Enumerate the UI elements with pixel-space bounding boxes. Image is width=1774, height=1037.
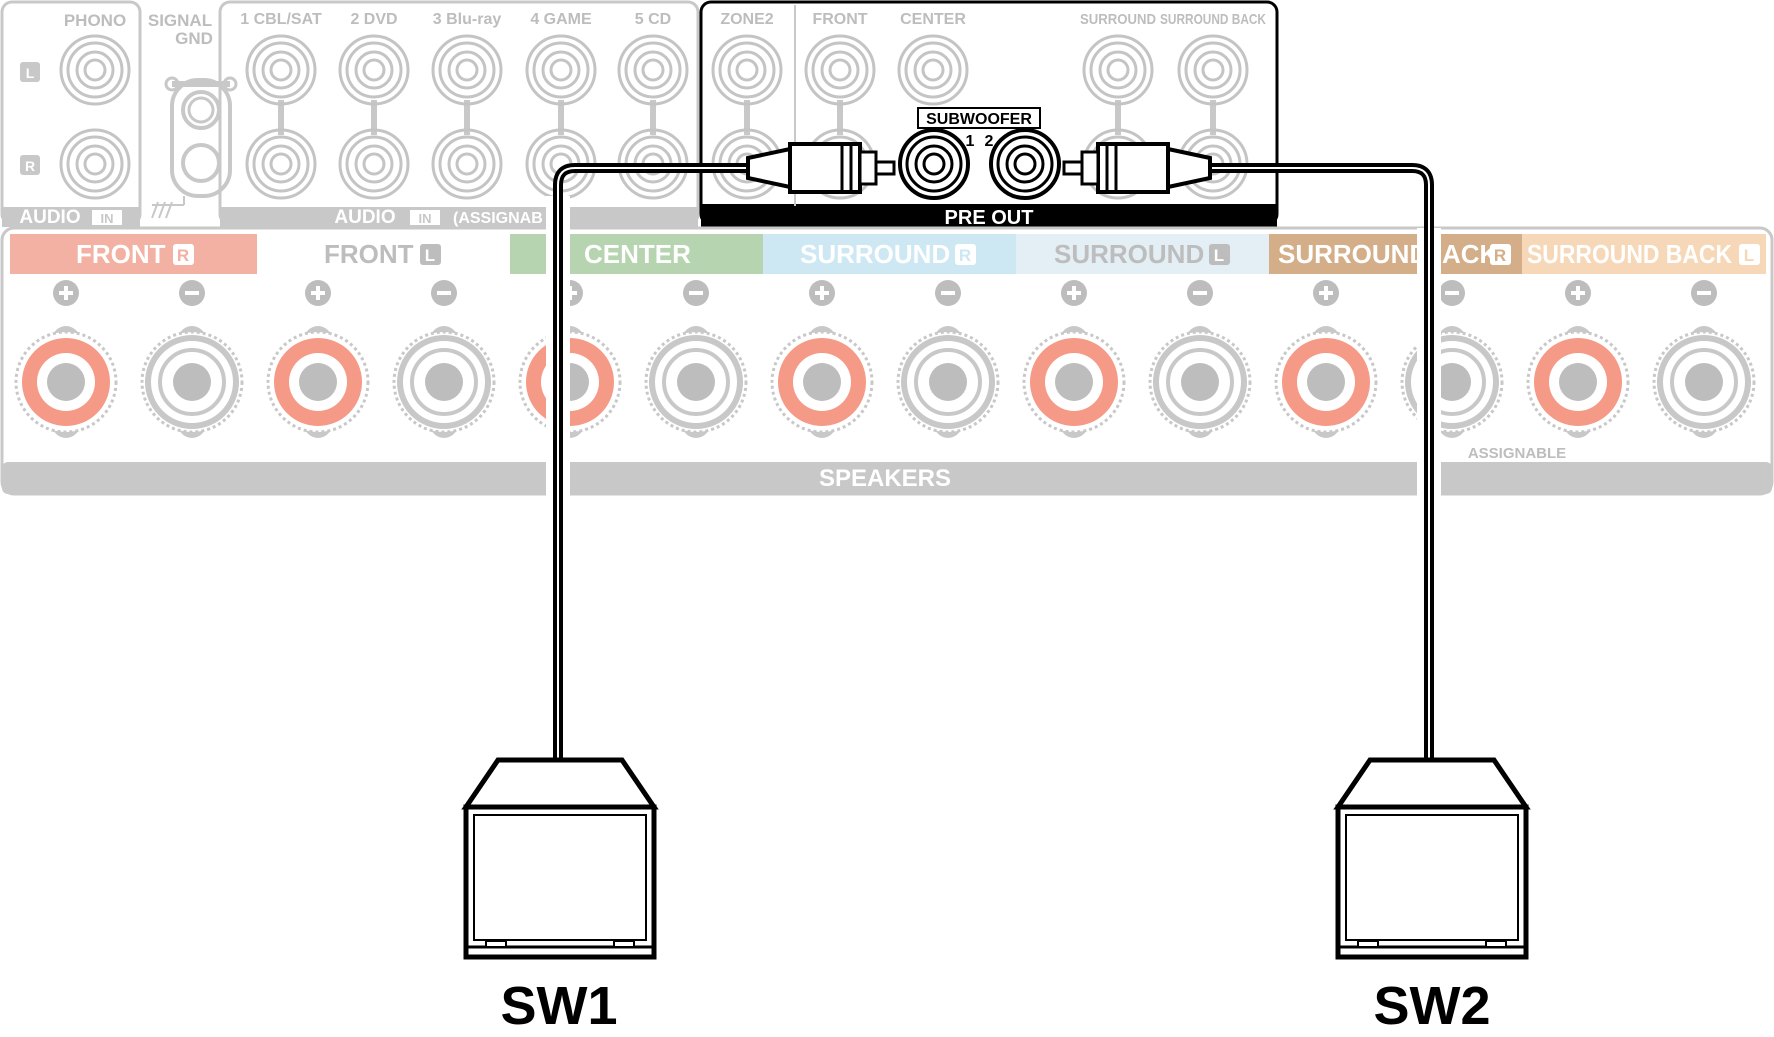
speakers-section-label: SPEAKERS [819,465,951,492]
zone2-label: ZONE2 [720,11,773,28]
surround-label: SURROUND [1080,11,1156,28]
channel-r-badge: R [25,158,35,174]
channel-l-badge: L [26,65,35,81]
surround-back-label: SURROUND BACK [1160,11,1266,28]
audio-in-label-right: AUDIO [334,207,395,228]
surround-back-l-label: SURROUND BACK [1527,239,1732,269]
subwoofer-2-jack [989,128,1061,200]
back-r-badge: R [1494,246,1506,265]
phono-r-jack [59,128,131,200]
input-4-label: 4 GAME [530,11,592,28]
subwoofer-2-number: 2 [985,133,994,150]
front-label: FRONT [812,11,867,28]
surround-r-badge: R [959,246,971,265]
phono-panel: PHONO L R AUDIO IN [0,0,142,228]
center-label: CENTER [900,11,966,28]
rca-plug-2 [1062,142,1212,194]
assignable-label: ASSIGNABLE [1468,445,1566,462]
back-r-label: ACK [1442,239,1499,269]
pre-out-label: PRE OUT [945,207,1034,229]
input-2-label: 2 DVD [350,11,397,28]
sw1-label: SW1 [500,976,617,1036]
surround-b-label: SURROUND [1278,239,1428,269]
assignable-paren-label: (ASSIGNAB [453,210,543,227]
subwoofer-label: SUBWOOFER [926,111,1032,128]
front-r-label: FRONT [76,239,166,269]
phono-label: PHONO [64,11,126,30]
rca-plug-1 [746,142,896,194]
input-jacks [245,34,689,200]
audio-inputs-panel: 1 CBL/SAT 2 DVD 3 Blu-ray 4 GAME 5 CD AU… [218,0,700,228]
phono-l-jack [59,34,131,106]
audio-in-badge-left: IN [101,211,114,226]
signal-gnd-label-1: SIGNAL [148,11,212,30]
surround-l-badge: L [1214,246,1224,265]
subwoofer-sw2 [1333,757,1531,960]
pre-out-panel: ZONE2 FRONT CENTER SURROUND SURROUND BAC… [699,0,1279,229]
surround-back-l-badge: L [1744,246,1754,265]
signal-gnd: SIGNAL GND [148,11,238,219]
speaker-terminals [14,326,1754,438]
front-l-label: FRONT [324,239,414,269]
input-1-label: 1 CBL/SAT [240,11,322,28]
speaker-panel: FRONT R FRONT L CENTER SURROUND R SURROU… [0,226,1774,496]
front-l-badge: L [425,246,435,265]
surround-r-label: SURROUND [800,239,950,269]
polarity-signs [53,280,1717,306]
audio-in-label-left: AUDIO [19,207,80,228]
signal-gnd-label-2: GND [175,29,213,48]
input-3-label: 3 Blu-ray [433,11,502,28]
surround-l-label: SURROUND [1054,239,1204,269]
audio-in-badge-right: IN [419,211,432,226]
subwoofer-1-jack [898,128,970,200]
pre-out-jacks [711,34,1249,200]
subwoofer-cable-2 [1205,163,1434,760]
subwoofer-cable-1 [553,163,750,760]
ground-screw-icon [151,76,238,219]
front-r-badge: R [177,246,189,265]
center-speaker-label: CENTER [584,239,691,269]
sw2-label: SW2 [1373,976,1490,1036]
input-5-label: 5 CD [635,11,671,28]
subwoofer-1-number: 1 [966,133,975,150]
subwoofer-sw1 [461,757,659,960]
